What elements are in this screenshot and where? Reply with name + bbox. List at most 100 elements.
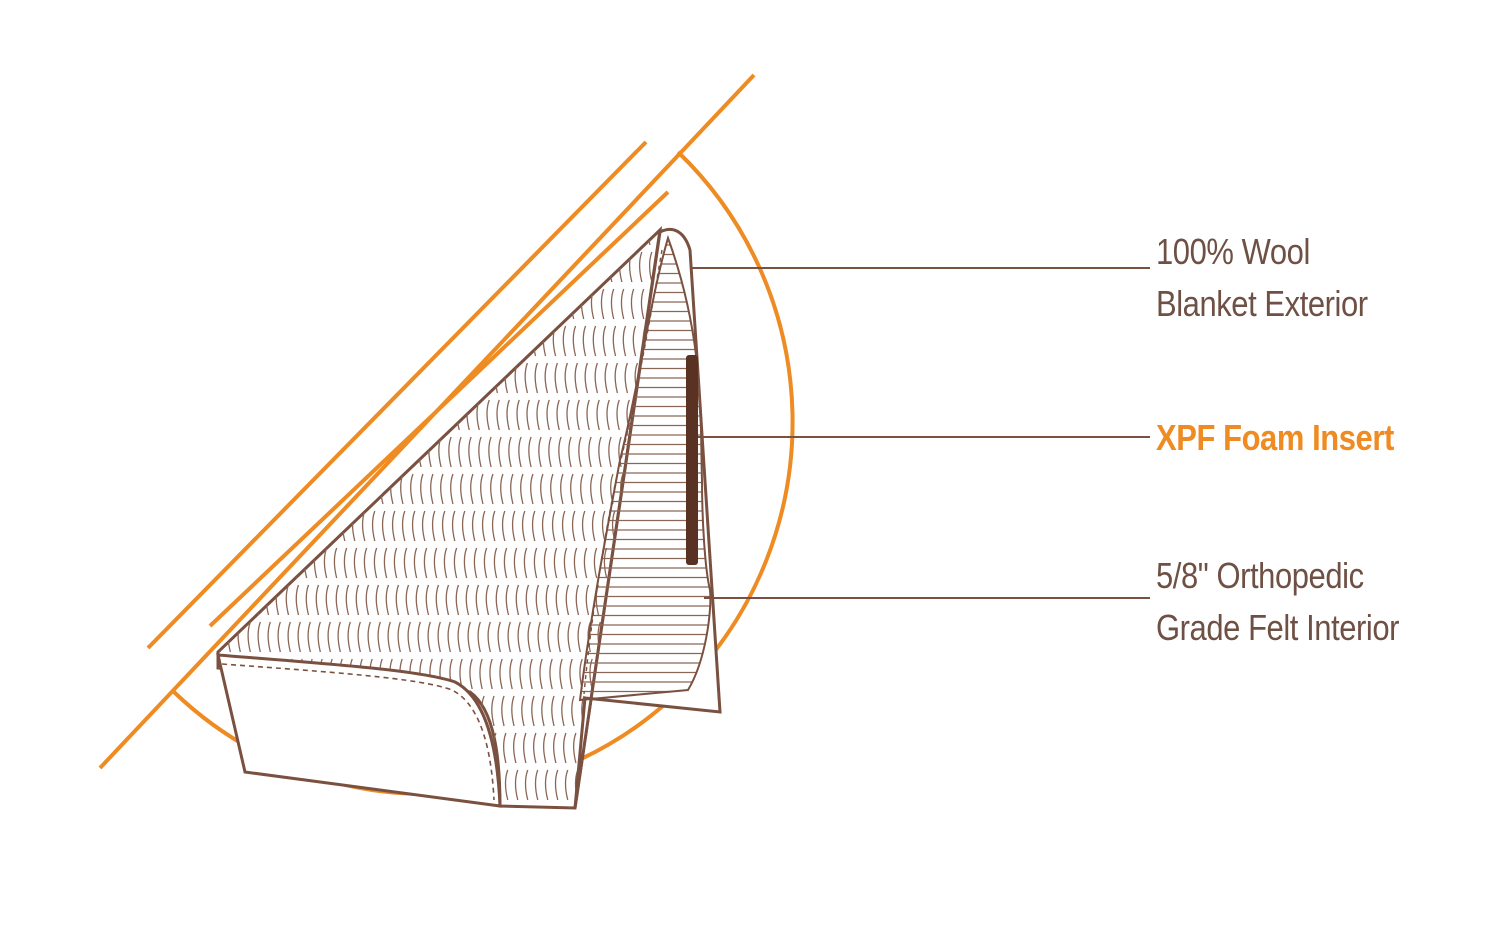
rib-mark — [278, 436, 282, 468]
rib-mark — [365, 584, 370, 616]
rib-mark — [557, 621, 561, 653]
rib-mark — [230, 473, 234, 505]
rib-mark — [234, 769, 239, 801]
rib-mark — [616, 399, 620, 431]
rib-mark — [373, 547, 378, 579]
rib-mark — [393, 547, 398, 579]
rib-mark — [320, 288, 325, 320]
diagonal-line-inner — [208, 190, 670, 628]
rib-mark — [408, 251, 413, 283]
rib-mark — [406, 806, 411, 808]
rib-mark — [410, 288, 415, 320]
rib-mark — [227, 230, 231, 246]
rib-mark — [403, 547, 408, 579]
rib-mark — [560, 473, 564, 505]
rib-mark — [513, 547, 518, 579]
rib-mark — [185, 363, 187, 393]
rib-mark — [308, 436, 312, 468]
rib-mark — [207, 400, 209, 430]
rib-mark — [462, 325, 467, 357]
rib-mark — [538, 436, 542, 468]
rib-mark — [524, 769, 529, 801]
rib-mark — [497, 230, 501, 246]
rib-mark — [370, 288, 375, 320]
rib-mark — [523, 547, 528, 579]
rib-mark — [545, 584, 550, 616]
rib-mark — [491, 510, 496, 542]
rib-mark — [483, 547, 488, 579]
rib-mark — [202, 696, 204, 726]
rib-mark — [260, 288, 265, 320]
rib-mark — [456, 806, 461, 808]
rib-mark — [511, 695, 515, 727]
rib-mark — [343, 547, 348, 579]
rib-mark — [228, 251, 233, 283]
rib-mark — [476, 806, 481, 808]
rib-mark — [571, 510, 576, 542]
rib-mark — [565, 584, 570, 616]
rib-mark — [578, 436, 582, 468]
rib-mark — [647, 230, 651, 246]
rib-mark — [210, 659, 212, 689]
rib-mark — [397, 621, 401, 653]
rib-mark — [240, 288, 245, 320]
rib-mark — [596, 806, 601, 808]
rib-mark — [426, 806, 431, 808]
rib-mark — [553, 732, 557, 764]
rib-mark — [415, 584, 420, 616]
rib-mark — [181, 289, 183, 319]
rib-mark — [307, 621, 311, 653]
rib-mark — [500, 288, 505, 320]
rib-mark — [312, 325, 317, 357]
rib-mark — [191, 474, 193, 504]
rib-mark — [461, 510, 466, 542]
rib-mark — [308, 251, 313, 283]
rib-mark — [270, 288, 275, 320]
rib-mark — [189, 437, 191, 467]
label-line: 5/8" Orthopedic — [1156, 555, 1364, 596]
rib-mark — [633, 732, 637, 764]
rib-mark — [395, 584, 400, 616]
rib-mark — [643, 732, 647, 764]
rib-mark — [397, 230, 401, 246]
rib-mark — [201, 474, 203, 504]
rib-mark — [517, 621, 521, 653]
rib-mark — [298, 251, 303, 283]
rib-mark — [356, 399, 360, 431]
rib-mark — [430, 473, 434, 505]
rib-mark — [222, 325, 227, 357]
label-line: 100% Wool — [1156, 231, 1310, 272]
rib-mark — [218, 621, 221, 653]
rib-mark — [418, 251, 423, 283]
rib-mark — [220, 473, 224, 505]
rib-mark — [344, 362, 349, 394]
rib-mark — [493, 547, 498, 579]
rib-mark — [541, 510, 546, 542]
rib-mark — [411, 510, 416, 542]
rib-mark — [434, 362, 439, 394]
rib-mark — [491, 695, 495, 727]
rib-mark — [529, 658, 533, 690]
rib-mark — [203, 511, 205, 541]
rib-mark — [296, 399, 300, 431]
rib-mark — [516, 806, 521, 808]
rib-mark — [507, 621, 511, 653]
rib-mark — [457, 621, 461, 653]
rib-mark — [581, 510, 586, 542]
rib-mark — [386, 806, 391, 808]
rib-mark — [539, 658, 543, 690]
rib-mark — [447, 230, 451, 246]
rib-mark — [576, 806, 581, 808]
rib-mark — [561, 695, 565, 727]
rib-mark — [218, 584, 220, 616]
rib-mark — [460, 473, 464, 505]
rib-mark — [223, 732, 227, 764]
rib-mark — [571, 695, 575, 727]
rib-mark — [295, 584, 300, 616]
rib-mark — [580, 473, 584, 505]
rib-mark — [396, 399, 400, 431]
rib-mark — [437, 230, 441, 246]
rib-mark — [548, 436, 552, 468]
rib-mark — [604, 362, 609, 394]
